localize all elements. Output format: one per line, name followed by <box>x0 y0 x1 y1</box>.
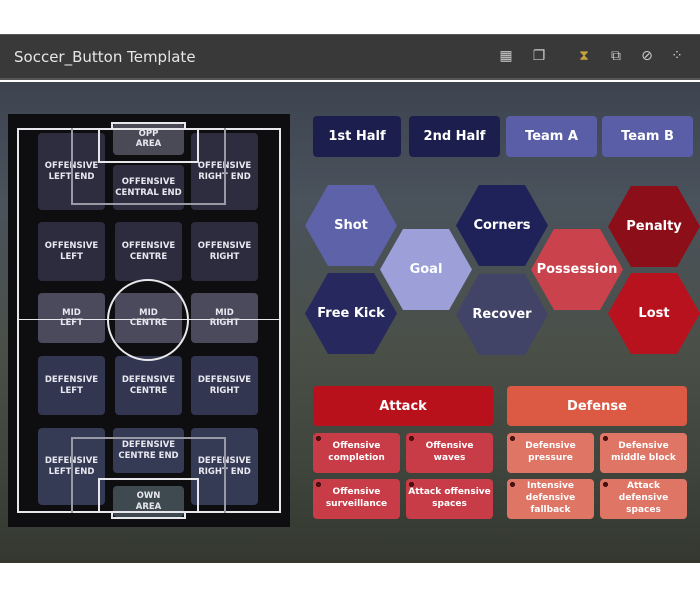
penalty-box-top <box>71 128 226 205</box>
intensive-defensive-fallback-button[interactable]: Intensive defensive fallback <box>507 479 594 519</box>
label: Attack offensive spaces <box>408 487 491 509</box>
indicator-dot <box>409 482 414 487</box>
indicator-dot <box>603 436 608 441</box>
centre-circle <box>107 279 189 361</box>
free-kick-button[interactable]: Free Kick <box>305 273 397 354</box>
zone-offensive-centre[interactable]: OFFENSIVE CENTRE <box>115 222 182 281</box>
first-half-button[interactable]: 1st Half <box>313 116 401 157</box>
external-link-icon[interactable]: ⧉ <box>611 48 621 64</box>
defensive-pressure-button[interactable]: Defensive pressure <box>507 433 594 473</box>
zone-offensive-central-end[interactable]: OFFENSIVE CENTRAL END <box>113 165 184 210</box>
copy-table-icon[interactable]: ❐ <box>532 48 546 64</box>
indicator-dot <box>603 482 608 487</box>
indicator-dot <box>409 436 414 441</box>
penalty-box-bottom <box>71 437 226 513</box>
goal-box-top <box>98 128 199 163</box>
indicator-dot <box>510 482 515 487</box>
label: Defensive pressure <box>525 441 576 463</box>
team-b-button[interactable]: Team B <box>602 116 693 157</box>
indicator-dot <box>510 436 515 441</box>
goal-top <box>111 122 186 130</box>
defensive-middle-block-button[interactable]: Defensive middle block <box>600 433 687 473</box>
label: Offensive waves <box>425 441 474 463</box>
zone-defensive-centre-end[interactable]: DEFENSIVE CENTRE END <box>113 428 184 473</box>
nodes-icon[interactable]: ⁘ <box>671 48 683 64</box>
shot-button[interactable]: Shot <box>305 185 397 266</box>
zone-mid-right[interactable]: MID RIGHT <box>191 293 258 343</box>
offensive-completion-button[interactable]: Offensive completion <box>313 433 400 473</box>
zone-defensive-left[interactable]: DEFENSIVE LEFT <box>38 356 105 415</box>
zone-mid-left[interactable]: MID LEFT <box>38 293 105 343</box>
label: Offensive completion <box>328 441 385 463</box>
offensive-waves-button[interactable]: Offensive waves <box>406 433 493 473</box>
goal-bottom <box>111 511 186 519</box>
attack-offensive-spaces-button[interactable]: Attack offensive spaces <box>406 479 493 519</box>
second-half-button[interactable]: 2nd Half <box>409 116 500 157</box>
title-bar: Soccer_Button Template ▦ ❐ ⧗ ⧉ ⊘ ⁘ <box>0 34 700 80</box>
zone-defensive-right[interactable]: DEFENSIVE RIGHT <box>191 356 258 415</box>
attack-defensive-spaces-button[interactable]: Attack defensive spaces <box>600 479 687 519</box>
soccer-pitch: OPP AREA OFFENSIVE LEFT END OFFENSIVE CE… <box>8 114 290 527</box>
label: Offensive surveillance <box>325 487 388 509</box>
zone-offensive-left[interactable]: OFFENSIVE LEFT <box>38 222 105 281</box>
indicator-dot <box>316 436 321 441</box>
goal-box-bottom <box>98 478 199 513</box>
indicator-dot <box>316 482 321 487</box>
attack-button[interactable]: Attack <box>313 386 493 426</box>
defense-button[interactable]: Defense <box>507 386 687 426</box>
goal-button[interactable]: Goal <box>380 229 472 310</box>
zone-offensive-right[interactable]: OFFENSIVE RIGHT <box>191 222 258 281</box>
zone-defensive-centre[interactable]: DEFENSIVE CENTRE <box>115 356 182 415</box>
table-edit-icon[interactable]: ▦ <box>499 48 513 64</box>
offensive-surveillance-button[interactable]: Offensive surveillance <box>313 479 400 519</box>
no-edit-icon[interactable]: ⊘ <box>641 48 653 64</box>
window-title: Soccer_Button Template <box>14 48 196 66</box>
team-a-button[interactable]: Team A <box>506 116 597 157</box>
label: Intensive defensive fallback <box>525 481 576 515</box>
label: Defensive middle block <box>611 441 676 463</box>
pitch-boundary <box>17 128 281 513</box>
hourglass-icon[interactable]: ⧗ <box>579 48 589 64</box>
label: Attack defensive spaces <box>618 481 669 515</box>
